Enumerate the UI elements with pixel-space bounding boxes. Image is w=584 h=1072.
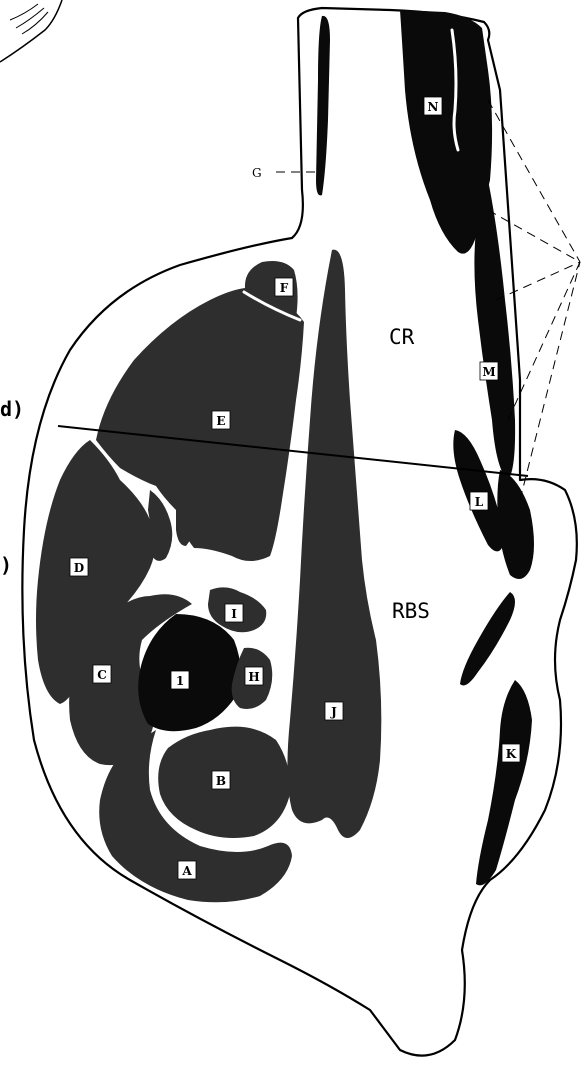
label-1: 1 bbox=[171, 671, 189, 689]
svg-text:M: M bbox=[482, 365, 495, 379]
svg-text:F: F bbox=[280, 281, 289, 295]
label-n: N bbox=[424, 97, 442, 115]
label-d: D bbox=[70, 558, 88, 576]
svg-text:I: I bbox=[231, 607, 237, 621]
svg-text:K: K bbox=[506, 747, 517, 761]
label-b: B bbox=[212, 771, 230, 789]
region-label-rbs: RBS bbox=[392, 599, 430, 623]
svg-text:J: J bbox=[330, 705, 337, 719]
label-h: H bbox=[245, 667, 263, 685]
svg-text:A: A bbox=[181, 864, 192, 878]
label-f: F bbox=[275, 278, 293, 296]
svg-text:B: B bbox=[216, 774, 226, 788]
svg-text:H: H bbox=[248, 670, 259, 684]
label-e: E bbox=[212, 411, 230, 429]
svg-text:C: C bbox=[97, 668, 107, 682]
label-g: G bbox=[252, 166, 262, 180]
edge-mark-paren: ) bbox=[0, 553, 12, 577]
corner-sketch bbox=[0, 0, 62, 62]
svg-text:D: D bbox=[74, 561, 84, 575]
svg-text:N: N bbox=[428, 100, 439, 114]
svg-text:1: 1 bbox=[176, 674, 184, 688]
label-a: A bbox=[178, 861, 196, 879]
label-k: K bbox=[502, 744, 520, 762]
edge-mark-d: d) bbox=[0, 397, 24, 421]
label-l: L bbox=[470, 492, 488, 510]
label-i: I bbox=[225, 604, 243, 622]
label-m: M bbox=[480, 362, 498, 380]
region-label-cr: CR bbox=[389, 325, 415, 349]
svg-text:E: E bbox=[216, 414, 225, 428]
label-j: J bbox=[325, 702, 343, 720]
label-c: C bbox=[93, 665, 111, 683]
svg-text:L: L bbox=[475, 495, 484, 509]
